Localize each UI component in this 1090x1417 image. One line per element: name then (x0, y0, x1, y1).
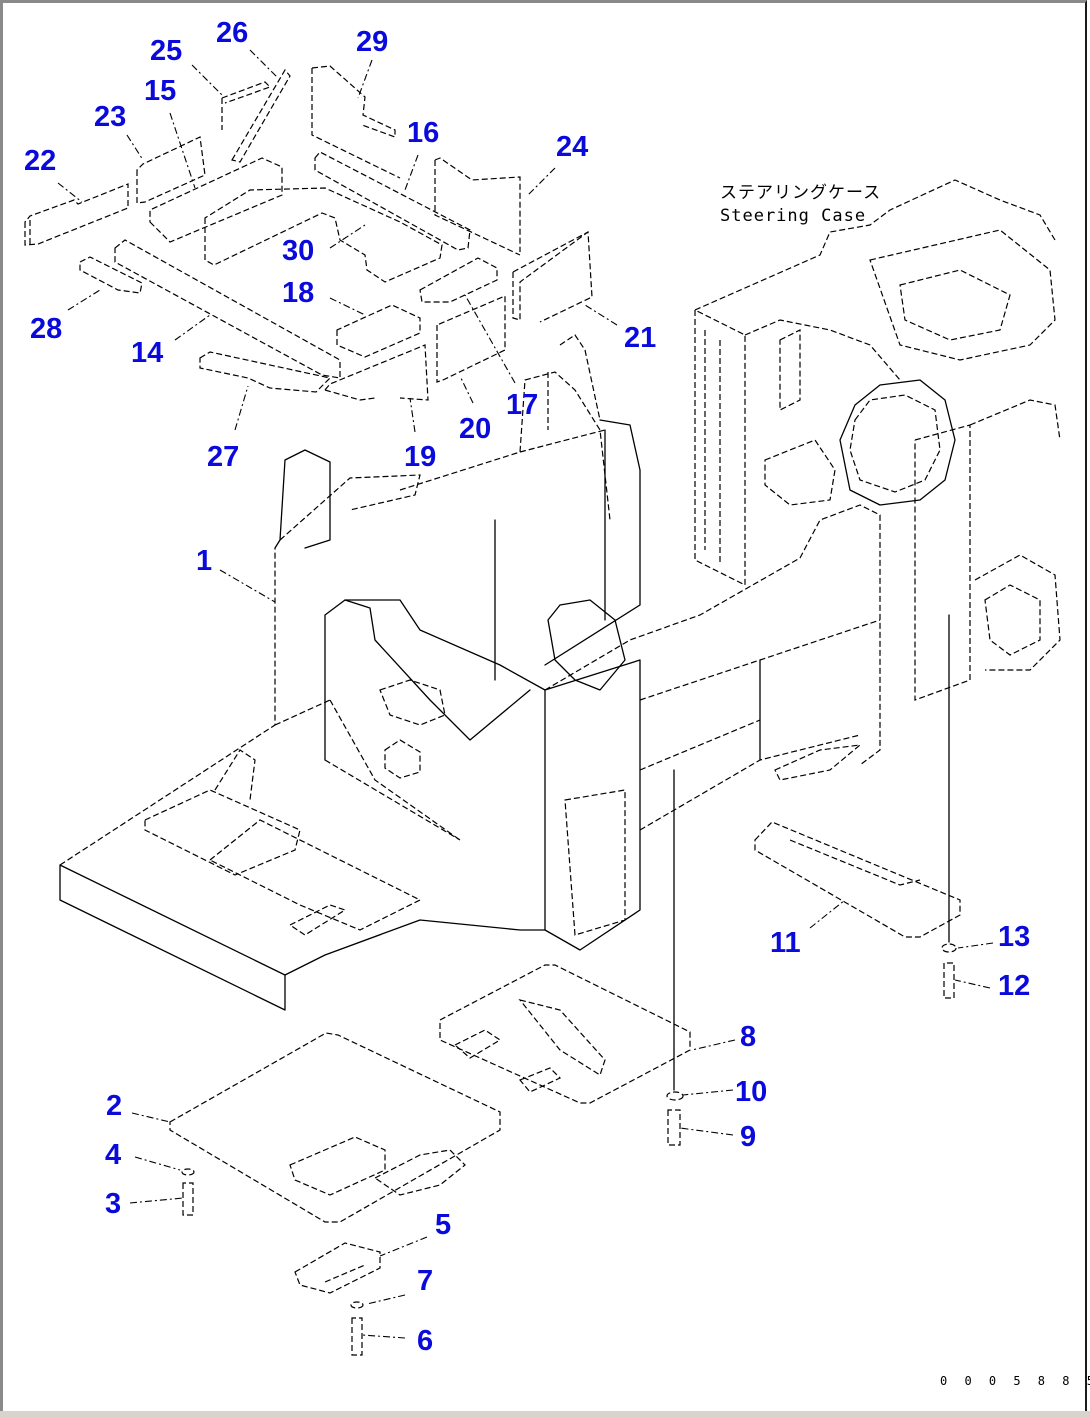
part-29-pad (311, 65, 401, 179)
part-21-pad (512, 230, 593, 323)
callout-11: 11 (770, 927, 801, 959)
steering-case-label-jp: ステアリングケース (720, 183, 881, 203)
part-15-pad (149, 157, 283, 243)
part-26-strip (231, 68, 291, 163)
callout-18: 18 (282, 277, 314, 309)
callout-1: 1 (196, 545, 212, 577)
callout-6: 6 (417, 1325, 433, 1357)
bottom-scroll-edge (0, 1411, 1090, 1417)
steering-case-label-en: Steering Case (720, 206, 866, 226)
callout-15: 15 (144, 75, 176, 107)
callout-29: 29 (356, 26, 388, 58)
callout-27: 27 (207, 441, 239, 473)
callout-26: 26 (216, 17, 248, 49)
part-8-plate (439, 964, 691, 1104)
steering-case (694, 179, 1061, 701)
callout-20: 20 (459, 413, 491, 445)
callout-8: 8 (740, 1021, 756, 1053)
part-24-pad (434, 157, 521, 256)
callout-28: 28 (30, 313, 62, 345)
callout-5: 5 (435, 1209, 451, 1241)
callout-16: 16 (407, 117, 439, 149)
drawing-number: 0 0 0 5 8 8 5 3 (940, 1374, 1090, 1388)
leader-lines (57, 49, 994, 1339)
callouts: 22 23 15 25 26 29 16 24 30 18 21 17 20 1… (24, 17, 1030, 1357)
callout-25: 25 (150, 35, 182, 67)
callout-13: 13 (998, 921, 1030, 953)
callout-30: 30 (282, 235, 314, 267)
callout-7: 7 (417, 1265, 433, 1297)
callout-17: 17 (506, 389, 538, 421)
part-5-cover (294, 1242, 381, 1294)
callout-21: 21 (624, 322, 656, 354)
callout-9: 9 (740, 1121, 756, 1153)
callout-3: 3 (105, 1188, 121, 1220)
part-22-pad (24, 183, 129, 246)
part-27-bracket (199, 351, 332, 393)
callout-10: 10 (735, 1076, 767, 1108)
part-14-strip (114, 239, 341, 379)
bolts-washers (181, 614, 957, 1356)
callout-12: 12 (998, 970, 1030, 1002)
part-23-pad (136, 136, 206, 204)
part-30-pad (204, 187, 443, 283)
callout-23: 23 (94, 101, 126, 133)
part-17-pad (419, 257, 498, 303)
part-18-pad (336, 304, 421, 358)
part-1-main-frame (59, 334, 881, 1011)
part-11-plate (754, 821, 961, 938)
part-2-cover-plate (169, 1032, 501, 1223)
part-19-pad (324, 344, 429, 401)
part-16-strip (314, 151, 471, 251)
part-28-strip (79, 256, 143, 294)
part-25-bracket (221, 81, 272, 130)
part-20-pad (436, 295, 506, 383)
callout-19: 19 (404, 441, 436, 473)
callout-14: 14 (131, 337, 163, 369)
callout-2: 2 (106, 1090, 122, 1122)
callout-4: 4 (105, 1139, 121, 1171)
callout-22: 22 (24, 145, 56, 177)
callout-24: 24 (556, 131, 588, 163)
